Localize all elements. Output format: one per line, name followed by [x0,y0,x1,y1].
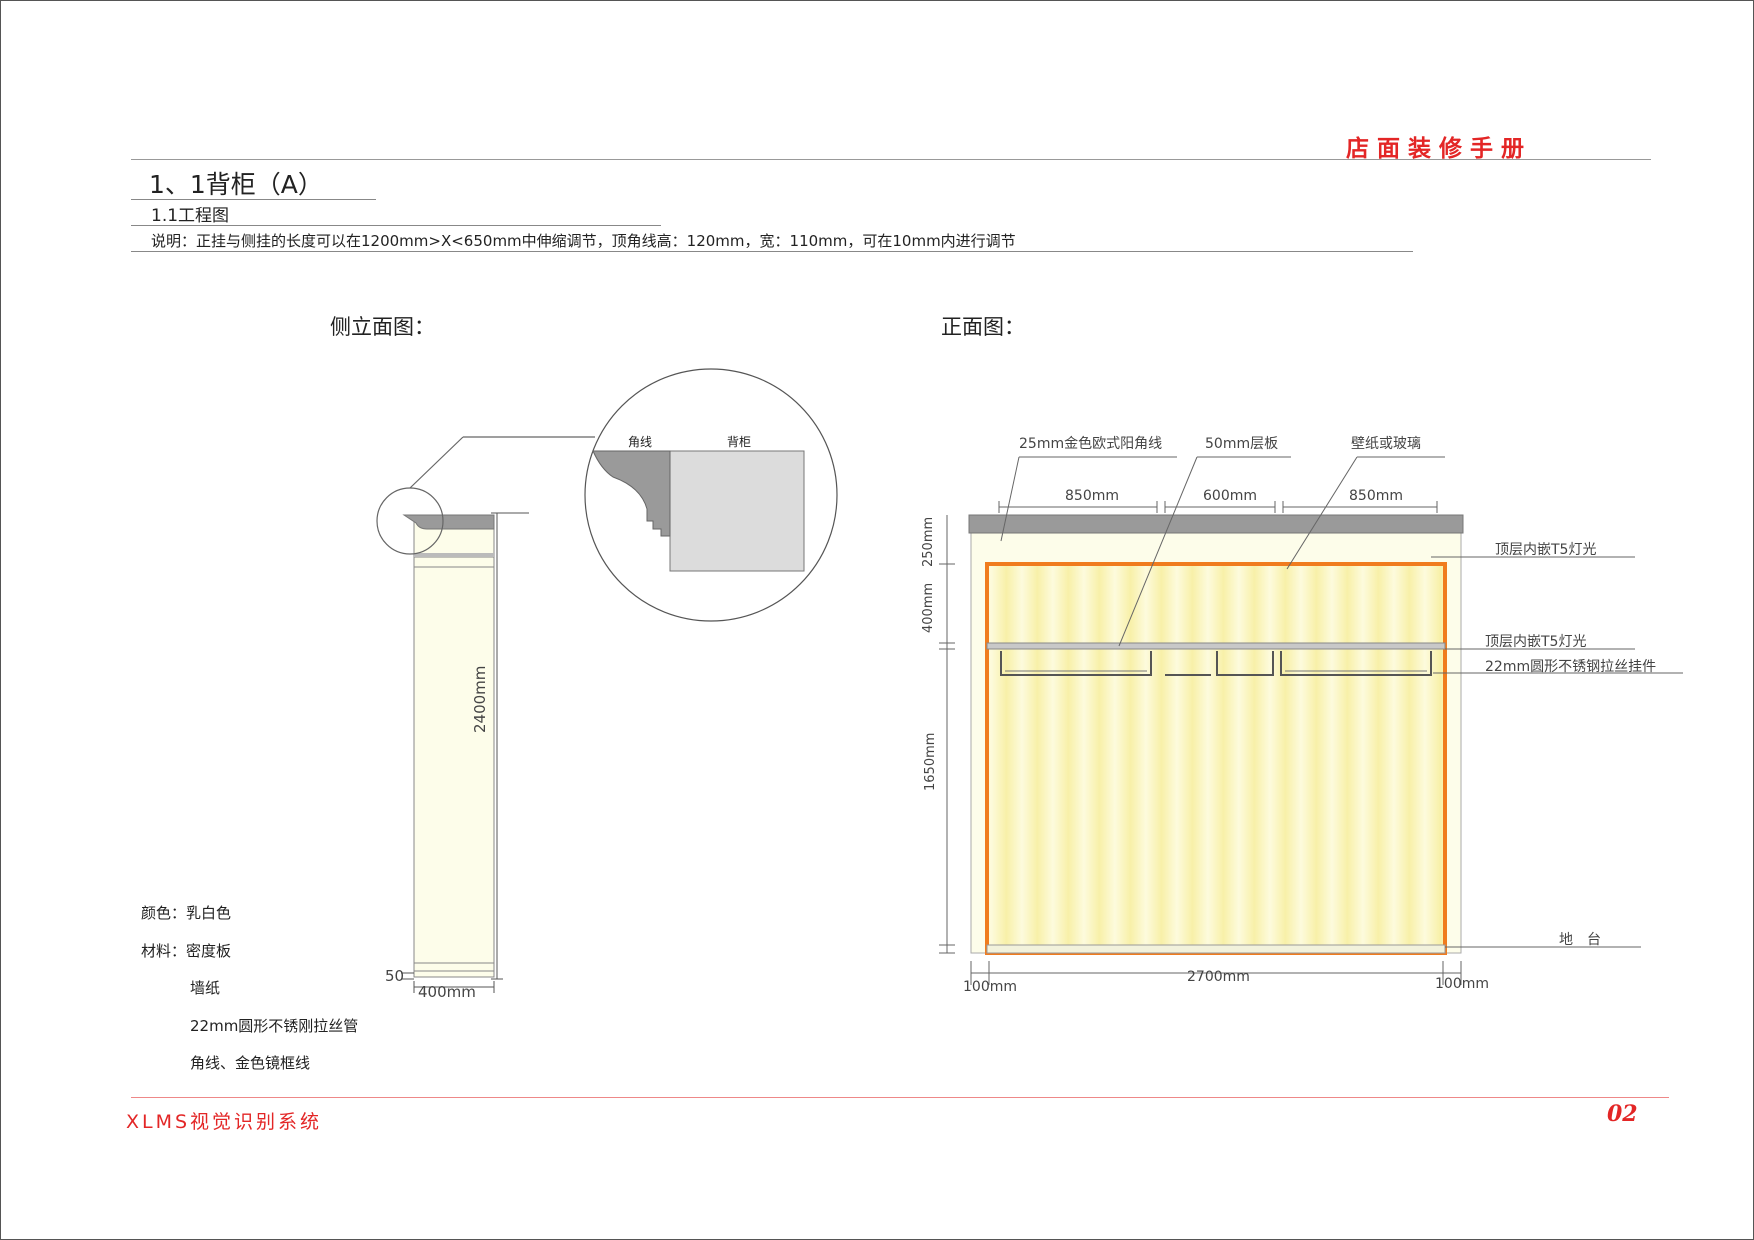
header-rule [131,159,1651,160]
spec-material-item-1: 墙纸 [190,979,221,997]
label-shelf: 50mm层板 [1205,436,1279,452]
section-title: 1、1背柜（A） [149,170,323,199]
spec-material-item-3: 角线、金色镜框线 [190,1054,311,1072]
side-width-dim: 400mm [418,983,476,1001]
dim-bottom-total: 2700mm [1187,969,1250,985]
side-view-title: 侧立面图： [330,315,435,339]
side-height-dim: 2400mm [471,665,489,733]
front-dimensions [939,456,1683,985]
dim-v-bottom: 1650mm [923,732,938,791]
side-cabinet [376,436,595,993]
note-rule [131,251,1413,252]
subsection-title: 1.1工程图 [151,206,230,226]
dim-top-right: 850mm [1349,488,1403,504]
spec-color: 颜色：乳白色 [141,904,232,922]
footer-rule [131,1097,1669,1098]
label-wallpaper: 壁纸或玻璃 [1351,436,1421,452]
spec-material: 材料：密度板 [141,942,232,960]
spec-material-item-2: 22mm圆形不锈刚拉丝管 [190,1017,359,1035]
page-number: 02 [1607,1101,1638,1127]
detail-label-cabinet: 背柜 [727,435,752,449]
front-view-title: 正面图： [941,315,1025,339]
front-cabinet [968,514,1464,955]
label-hanger: 22mm圆形不锈钢拉丝挂件 [1485,659,1657,675]
dim-top-left: 850mm [1065,488,1119,504]
side-base-dim: 50 [385,967,405,985]
subsection-rule [131,225,661,226]
label-shelf-light: 顶层内嵌T5灯光 [1485,634,1587,650]
detail-label-corner: 角线 [628,435,653,449]
dim-bottom-left: 100mm [963,979,1017,995]
note-text: 说明：正挂与侧挂的长度可以在1200mm>X<650mm中伸缩调节，顶角线高：1… [151,232,1016,250]
molding-detail [584,368,838,622]
label-floor: 地 台 [1559,932,1601,948]
dim-v-mid: 400mm [921,582,936,633]
label-top-light: 顶层内嵌T5灯光 [1495,542,1597,558]
dim-v-top: 250mm [921,516,936,567]
dim-top-mid: 600mm [1203,488,1257,504]
section-rule [131,199,376,200]
dim-bottom-right: 100mm [1435,976,1489,992]
footer-system-name: XLMS视觉识别系统 [126,1111,323,1133]
manual-title: 店面装修手册 [1346,136,1532,162]
label-gold-molding: 25mm金色欧式阳角线 [1019,436,1163,452]
